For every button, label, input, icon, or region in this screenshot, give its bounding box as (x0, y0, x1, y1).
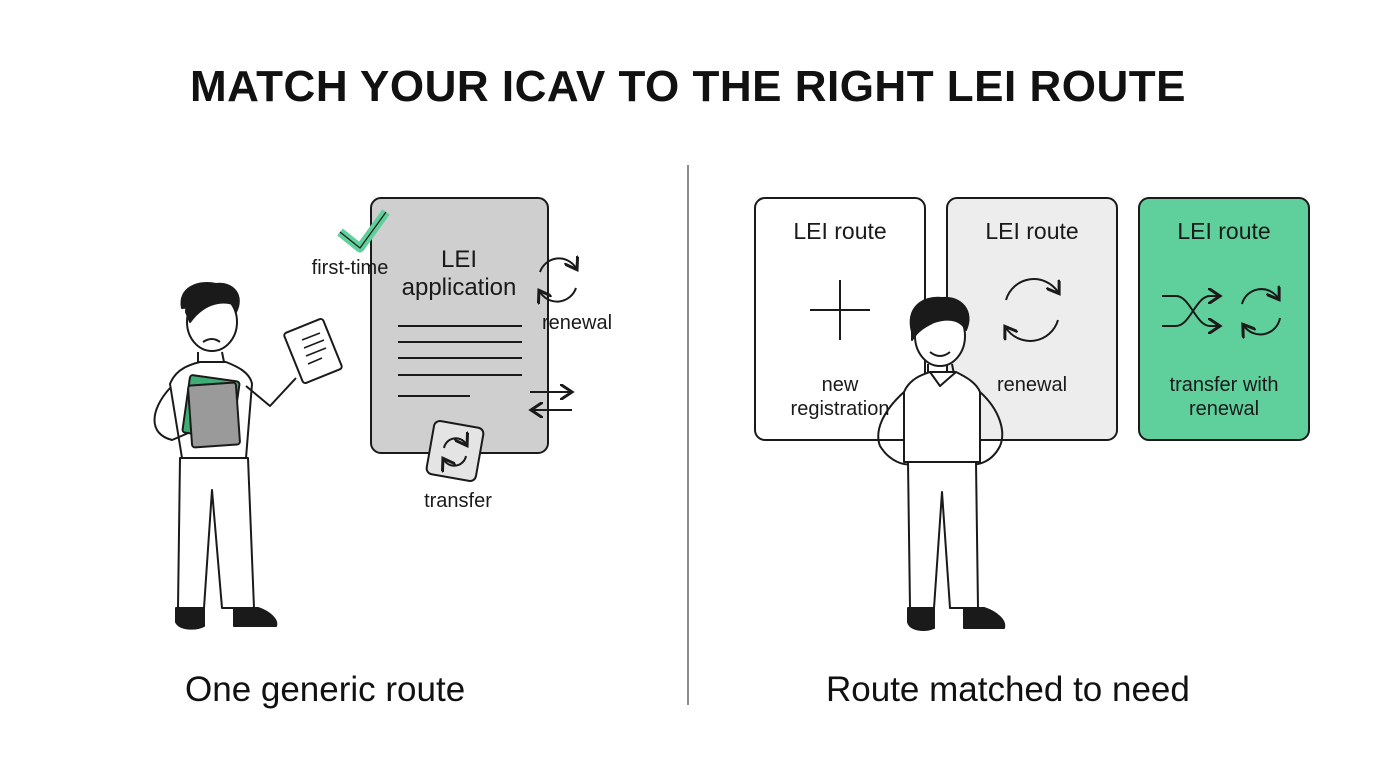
route-card-transfer-with-renewal: LEI route transfer with renewal (1138, 197, 1310, 441)
card-label-line1: transfer with (1170, 374, 1279, 396)
plus-icon (810, 280, 870, 340)
transfer-card-icon (425, 420, 485, 482)
generic-lei-application-document (370, 197, 549, 454)
route-cards: LEI route new registration LEI route ren… (754, 197, 1310, 441)
label-transfer: transfer (424, 490, 492, 512)
route-card-new-registration: LEI route new registration (754, 197, 926, 441)
card-title: LEI route (793, 218, 886, 244)
doc-title-line1: LEI (441, 246, 477, 273)
refresh-icon (1006, 278, 1058, 342)
transfer-arrows-icon (530, 392, 572, 410)
green-check-icon (337, 209, 390, 253)
shuffle-icon (1162, 296, 1218, 326)
card-label-line2: registration (791, 398, 890, 420)
card-label-line1: renewal (997, 374, 1067, 396)
renewal-refresh-icon (540, 258, 576, 301)
confused-person-figure (153, 282, 343, 630)
caption-matched-route: Route matched to need (826, 670, 1190, 709)
confident-person-figure (877, 296, 1006, 631)
card-label-line2: renewal (1189, 398, 1259, 420)
doc-title-line2: application (402, 274, 517, 301)
route-card-renewal: LEI route renewal (946, 197, 1118, 441)
label-first-time: first-time (312, 257, 389, 279)
refresh-icon (1241, 289, 1281, 334)
card-title: LEI route (1177, 218, 1270, 244)
caption-generic-route: One generic route (185, 670, 466, 709)
card-title: LEI route (985, 218, 1078, 244)
panel-divider (687, 165, 689, 705)
card-label-line1: new (822, 374, 859, 396)
label-renewal: renewal (542, 312, 612, 334)
page-title: MATCH YOUR ICAV TO THE RIGHT LEI ROUTE (190, 62, 1186, 111)
